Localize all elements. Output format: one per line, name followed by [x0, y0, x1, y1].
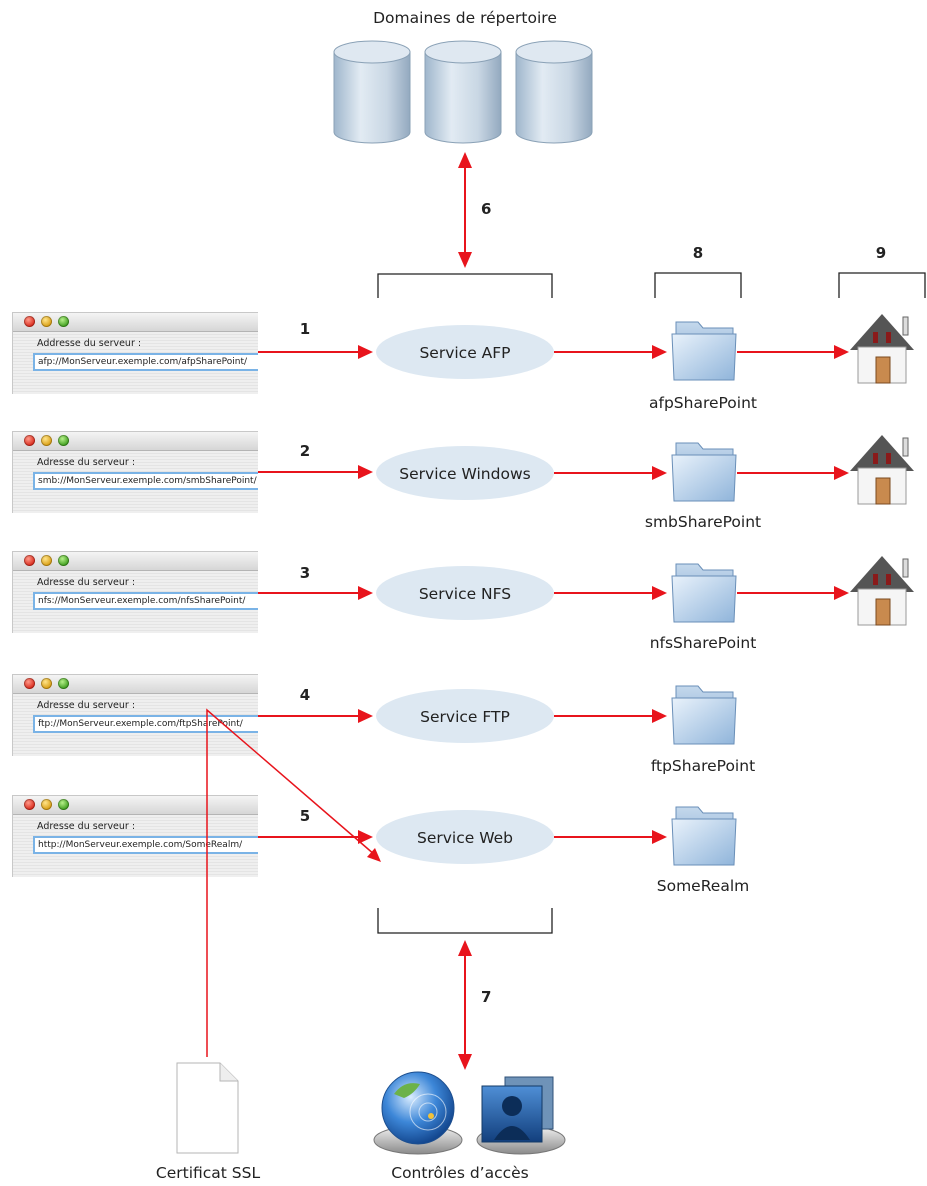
- connect-window-nfs: Adresse du serveur : nfs://MonServeur.ex…: [12, 551, 258, 633]
- arrow-2-head: [358, 465, 373, 479]
- database-icon: [333, 40, 411, 144]
- bracket-services-bottom: [377, 908, 553, 934]
- window-titlebar: [13, 432, 258, 451]
- zoom-button[interactable]: [58, 555, 69, 566]
- connect-window-ftp: Adresse du serveur : ftp://MonServeur.ex…: [12, 674, 258, 756]
- home-icon: [850, 435, 914, 505]
- close-button[interactable]: [24, 435, 35, 446]
- close-button[interactable]: [24, 555, 35, 566]
- number-4: 4: [300, 686, 310, 704]
- service-ftp: [376, 689, 554, 743]
- server-address-field[interactable]: afp://MonServeur.exemple.com/afpSharePoi…: [33, 353, 258, 371]
- arrow-head: [834, 466, 849, 480]
- number-2: 2: [300, 442, 310, 460]
- zoom-button[interactable]: [58, 799, 69, 810]
- server-address-label: Addresse du serveur :: [37, 338, 142, 349]
- directory-domains-label: Domaines de répertoire: [373, 9, 557, 27]
- bracket-sharepoints: [654, 272, 742, 298]
- arrow-4-head: [358, 709, 373, 723]
- users-icon: [476, 1076, 566, 1155]
- home-icon: [850, 314, 914, 384]
- window-titlebar: [13, 796, 258, 815]
- ssl-arrow-head: [367, 848, 381, 862]
- server-address-label: Adresse du serveur :: [37, 700, 136, 711]
- folder-icon: [671, 321, 737, 381]
- window-titlebar: [13, 313, 258, 332]
- bracket-home: [838, 272, 926, 298]
- server-address-field[interactable]: nfs://MonServeur.exemple.com/nfsSharePoi…: [33, 592, 258, 610]
- service-nfs: [376, 566, 554, 620]
- server-address-field[interactable]: http://MonServeur.exemple.com/SomeRealm/: [33, 836, 258, 854]
- arrow-head: [652, 345, 667, 359]
- minimize-button[interactable]: [41, 678, 52, 689]
- window-titlebar: [13, 552, 258, 571]
- arrow-head: [652, 709, 667, 723]
- minimize-button[interactable]: [41, 555, 52, 566]
- service-afp-label: Service AFP: [419, 344, 510, 362]
- connect-window-web: Adresse du serveur : http://MonServeur.e…: [12, 795, 258, 877]
- service-windows-label: Service Windows: [399, 465, 530, 483]
- close-button[interactable]: [24, 799, 35, 810]
- server-address-field[interactable]: smb://MonServeur.exemple.com/smbSharePoi…: [33, 472, 258, 490]
- close-button[interactable]: [24, 316, 35, 327]
- folder-icon: [671, 685, 737, 745]
- close-button[interactable]: [24, 678, 35, 689]
- service-web: [376, 810, 554, 864]
- document-icon: [176, 1062, 239, 1154]
- number-1: 1: [300, 320, 310, 338]
- minimize-button[interactable]: [41, 316, 52, 327]
- arrow-head: [652, 830, 667, 844]
- arrow-head: [834, 345, 849, 359]
- arrow-head: [834, 586, 849, 600]
- database-icon: [424, 40, 502, 144]
- bracket-services-top: [377, 273, 553, 298]
- minimize-button[interactable]: [41, 435, 52, 446]
- number-6: 6: [481, 200, 491, 218]
- sharepoint-web-label: SomeRealm: [657, 877, 749, 895]
- zoom-button[interactable]: [58, 435, 69, 446]
- server-address-label: Adresse du serveur :: [37, 577, 136, 588]
- arrow-5-head: [358, 830, 373, 844]
- zoom-button[interactable]: [58, 316, 69, 327]
- server-address-label: Adresse du serveur :: [37, 457, 136, 468]
- service-windows: [376, 446, 554, 500]
- number-5: 5: [300, 807, 310, 825]
- arrow-6: [458, 152, 472, 268]
- ssl-certificate-label: Certificat SSL: [156, 1164, 261, 1182]
- number-8: 8: [693, 244, 703, 262]
- sharepoint-ftp-label: ftpSharePoint: [651, 757, 755, 775]
- sharepoint-afp-label: afpSharePoint: [649, 394, 757, 412]
- service-web-label: Service Web: [417, 829, 513, 847]
- window-titlebar: [13, 675, 258, 694]
- arrow-7: [458, 940, 472, 1070]
- connect-window-smb: Adresse du serveur : smb://MonServeur.ex…: [12, 431, 258, 513]
- service-afp: [376, 325, 554, 379]
- arrow-3-head: [358, 586, 373, 600]
- connect-window-afp: Addresse du serveur : afp://MonServeur.e…: [12, 312, 258, 394]
- ssl-arrow: [206, 708, 376, 1057]
- service-ftp-label: Service FTP: [420, 708, 510, 726]
- home-icon: [850, 556, 914, 626]
- access-controls-label: Contrôles d’accès: [391, 1164, 529, 1182]
- zoom-button[interactable]: [58, 678, 69, 689]
- folder-icon: [671, 442, 737, 502]
- server-address-field[interactable]: ftp://MonServeur.exemple.com/ftpSharePoi…: [33, 715, 258, 733]
- minimize-button[interactable]: [41, 799, 52, 810]
- number-7: 7: [481, 988, 491, 1006]
- service-nfs-label: Service NFS: [419, 585, 511, 603]
- globe-icon: [373, 1071, 463, 1155]
- database-icon: [515, 40, 593, 144]
- server-address-label: Adresse du serveur :: [37, 821, 136, 832]
- arrow-head: [652, 586, 667, 600]
- folder-icon: [671, 806, 737, 866]
- folder-icon: [671, 563, 737, 623]
- sharepoint-nfs-label: nfsSharePoint: [650, 634, 757, 652]
- sharepoint-smb-label: smbSharePoint: [645, 513, 761, 531]
- arrow-head: [652, 466, 667, 480]
- number-3: 3: [300, 564, 310, 582]
- arrow-1-head: [358, 345, 373, 359]
- number-9: 9: [876, 244, 886, 262]
